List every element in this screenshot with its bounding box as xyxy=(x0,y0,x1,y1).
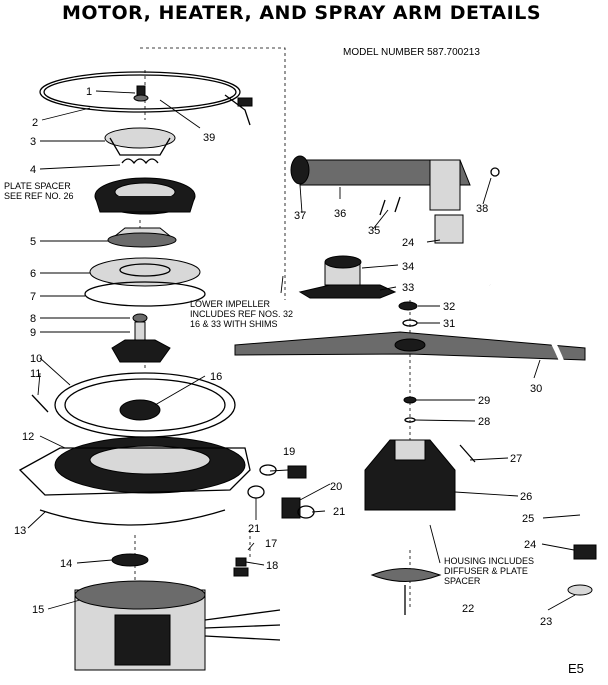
callout-28: 28 xyxy=(478,416,490,428)
callout-13: 13 xyxy=(14,525,26,537)
callout-3: 3 xyxy=(30,136,36,148)
spray-tube xyxy=(290,155,500,211)
heater-element xyxy=(39,71,253,126)
screw-1 xyxy=(133,85,149,102)
callout-36: 36 xyxy=(334,208,346,220)
motor xyxy=(74,580,281,671)
callout-11: 11 xyxy=(30,368,41,380)
callout-4: 4 xyxy=(30,164,36,176)
lower-impeller-note: LOWER IMPELLER INCLUDES REF NOS. 32 16 &… xyxy=(190,299,294,329)
callout-21b: 21 xyxy=(333,506,345,518)
spring xyxy=(121,158,159,165)
callout-numbers: 1 2 3 4 5 6 7 8 9 10 11 12 13 14 15 16 1… xyxy=(14,86,552,628)
callout-29: 29 xyxy=(478,395,490,407)
bearing-assembly xyxy=(298,255,397,299)
callout-24a: 24 xyxy=(402,237,414,249)
lower-spray-arm xyxy=(234,331,586,361)
callout-22: 22 xyxy=(462,603,474,615)
grommet-17-18 xyxy=(233,557,249,577)
plate-spacer-note: PLATE SPACER SEE REF NO. 26 xyxy=(4,181,74,201)
lower-impeller xyxy=(111,313,171,363)
page-title: MOTOR, HEATER, AND SPRAY ARM DETAILS xyxy=(62,2,542,24)
callout-2: 2 xyxy=(32,117,38,129)
nut-29 xyxy=(403,396,417,404)
callout-23: 23 xyxy=(540,616,552,628)
housing-note: HOUSING INCLUDES DIFFUSER & PLATE SPACER xyxy=(444,556,535,586)
callout-10: 10 xyxy=(30,353,42,365)
callout-7: 7 xyxy=(30,291,36,303)
nut-32 xyxy=(398,301,418,311)
impeller-cover xyxy=(107,227,177,248)
callout-1: 1 xyxy=(86,86,92,98)
diffuser-22 xyxy=(370,568,442,615)
callout-18: 18 xyxy=(266,560,278,572)
callout-35: 35 xyxy=(368,225,380,237)
page-code: E5 xyxy=(568,661,584,676)
callout-31: 31 xyxy=(443,318,455,330)
callout-34: 34 xyxy=(402,261,414,273)
pump-housing-26 xyxy=(364,439,456,511)
model-number: MODEL NUMBER 587.700213 xyxy=(343,47,480,58)
clamp-band xyxy=(39,509,226,526)
callout-16: 16 xyxy=(210,371,222,383)
callout-39: 39 xyxy=(203,132,215,144)
screws-35 xyxy=(379,196,401,216)
leader-lines xyxy=(27,90,581,611)
assembly-guide-lines xyxy=(134,47,411,610)
hose-clamp-24 xyxy=(573,544,597,560)
spray-cap xyxy=(104,127,176,156)
callout-38: 38 xyxy=(476,203,488,215)
pump-plate xyxy=(84,257,206,307)
motor-mount xyxy=(18,436,251,496)
callout-26: 26 xyxy=(520,491,532,503)
callout-5: 5 xyxy=(30,236,36,248)
callout-27: 27 xyxy=(510,453,522,465)
callout-8: 8 xyxy=(30,313,36,325)
bolt-27 xyxy=(459,444,476,463)
callout-24b: 24 xyxy=(524,539,536,551)
hose-end-23 xyxy=(567,584,593,596)
callout-21a: 21 xyxy=(248,523,260,535)
callout-12: 12 xyxy=(22,431,34,443)
callout-33: 33 xyxy=(402,282,414,294)
callout-32: 32 xyxy=(443,301,455,313)
callout-37: 37 xyxy=(294,210,306,222)
plate-spacer xyxy=(94,177,196,215)
callout-25: 25 xyxy=(522,513,534,525)
pump-housing xyxy=(54,372,236,438)
coupling-24 xyxy=(434,214,464,244)
callout-9: 9 xyxy=(30,327,36,339)
callout-30: 30 xyxy=(530,383,542,395)
hose-connector xyxy=(247,464,315,519)
callout-6: 6 xyxy=(30,268,36,280)
callout-19: 19 xyxy=(283,446,295,458)
bolt-11 xyxy=(31,394,49,413)
seal-14 xyxy=(111,553,149,567)
callout-20: 20 xyxy=(330,481,342,493)
callout-17: 17 xyxy=(265,538,277,550)
callout-14: 14 xyxy=(60,558,72,570)
callout-15: 15 xyxy=(32,604,44,616)
